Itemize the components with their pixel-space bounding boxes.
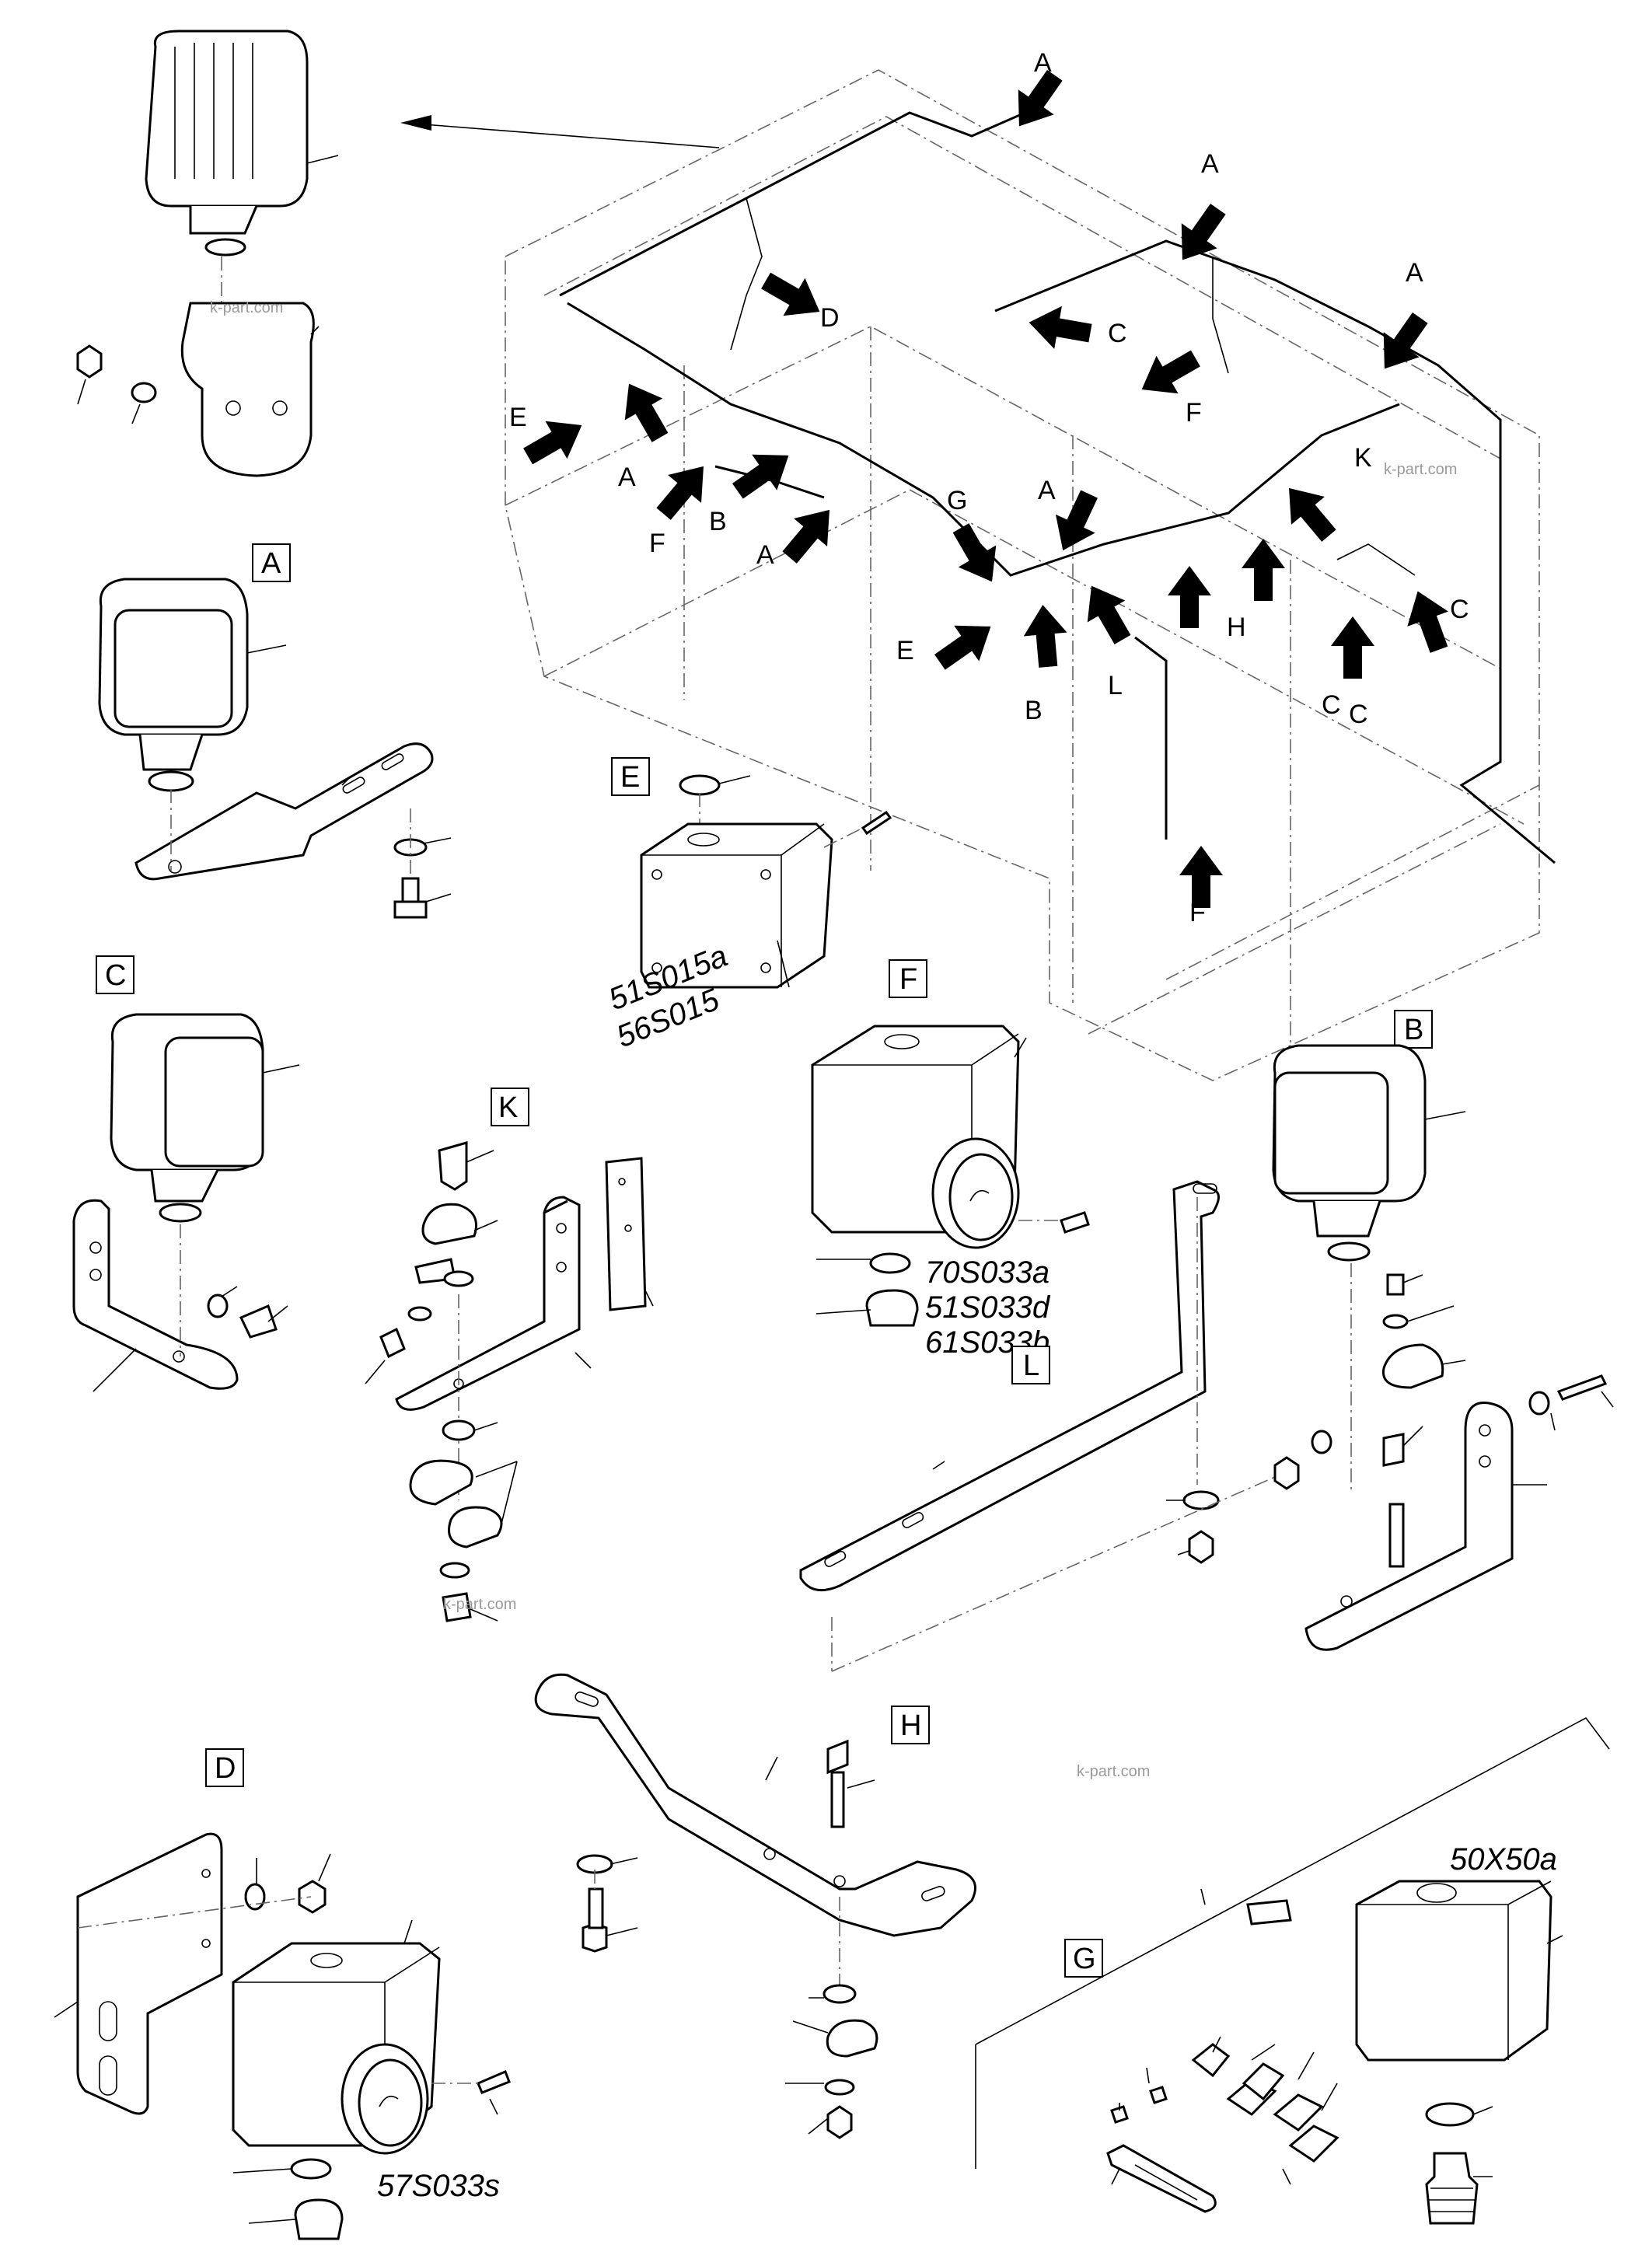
arrow-label: B [1025,696,1043,725]
arrow-label: B [709,507,727,536]
pointer-arrow [1407,591,1448,653]
pointer-arrow [732,454,789,499]
detail-label-e: E [620,761,640,794]
arrow-label: E [509,403,527,432]
watermark: k-part.com [1077,1763,1150,1780]
main-frame-assembly [400,69,1556,1081]
pointer-arrow [1242,539,1285,601]
pointer-arrow [782,509,829,564]
arrow-label: K [1354,443,1372,473]
arrow-label: F [1186,398,1202,428]
detail-label-h: H [900,1709,921,1742]
detail-box [611,757,650,796]
arrow-label: A [618,463,636,492]
arrow-label: L [1108,671,1123,700]
detail-a: A [98,543,452,919]
detail-k: K k-part.com [365,1088,654,1622]
arrow-label: A [756,540,774,570]
pointer-arrow [1181,203,1226,260]
detail-f: F 70S033a 51S033d 61S033b [811,959,1090,1360]
part-code-d: 57S033s [377,2169,500,2203]
detail-box [1011,1346,1050,1384]
watermark: k-part.com [1384,461,1457,478]
detail-label-l: L [1023,1349,1039,1382]
detail-label-g: G [1073,1943,1096,1975]
detail-c: C [72,955,300,1392]
top-lamp-detail: k-part.com [76,30,339,477]
pointer-arrows [523,69,1448,908]
arrow-label: D [820,303,840,333]
pointer-arrow [1055,490,1098,551]
pointer-arrow [1087,585,1131,644]
pointer-arrow [624,383,669,442]
arrow-label: A [1034,48,1052,78]
pointer-arrow [761,272,820,316]
detail-box [891,1706,930,1744]
arrow-label: A [1038,476,1056,505]
pointer-arrow [1331,616,1374,679]
detail-h: H [534,1673,976,2139]
detail-box [96,955,134,994]
watermark: k-part.com [443,1596,516,1613]
detail-box [1064,1939,1103,1978]
arrow-label: C [1349,700,1368,729]
detail-label-c: C [105,959,126,992]
detail-d: D 57S033s [54,1748,511,2240]
pointer-arrow [1289,487,1336,542]
detail-label-b: B [1404,1014,1423,1046]
pointer-arrow [1018,69,1063,127]
detail-label-k: K [498,1091,518,1124]
pointer-arrow [1383,312,1428,369]
arrow-label: A [1406,258,1423,288]
detail-box [205,1748,244,1787]
pointer-arrow [1168,566,1211,628]
arrow-label: C [1450,595,1469,624]
detail-label-f: F [899,963,917,996]
arrow-label: G [947,486,967,515]
detail-label-a: A [261,547,281,580]
arrow-label: C [1322,690,1341,720]
arrow-label: A [1201,149,1219,179]
detail-box [889,959,927,998]
arrow-label: F [1189,898,1206,927]
watermark: k-part.com [210,299,283,316]
detail-g: G 50X50a [975,1716,1610,2225]
arrow-labels: A A A A A A B B C C C C D E E F F F G H … [509,48,1469,927]
pointer-arrow [1141,350,1200,394]
pointer-arrow [1023,605,1067,668]
detail-label-d: D [215,1752,236,1785]
part-code-f-1: 70S033a [925,1255,1050,1290]
arrow-label: H [1227,613,1246,642]
arrow-label: E [896,636,914,665]
detail-box [252,543,291,582]
detail-box [491,1088,529,1126]
part-code-g: 50X50a [1450,1842,1557,1877]
pointer-arrow [523,421,582,465]
pointer-arrow [952,523,997,582]
detail-b: B [1272,1010,1614,1651]
detail-l: L [799,1180,1276,1672]
pointer-arrow [1029,306,1092,349]
arrow-label: C [1108,319,1127,348]
arrow-label: F [649,529,665,558]
detail-box [1394,1010,1433,1049]
detail-e: E 51S015a 56S015 [604,757,892,1054]
pointer-arrow [656,466,704,520]
pointer-arrow [1179,846,1223,908]
pointer-arrow [934,625,991,670]
part-code-f-2: 51S033d [925,1290,1051,1325]
